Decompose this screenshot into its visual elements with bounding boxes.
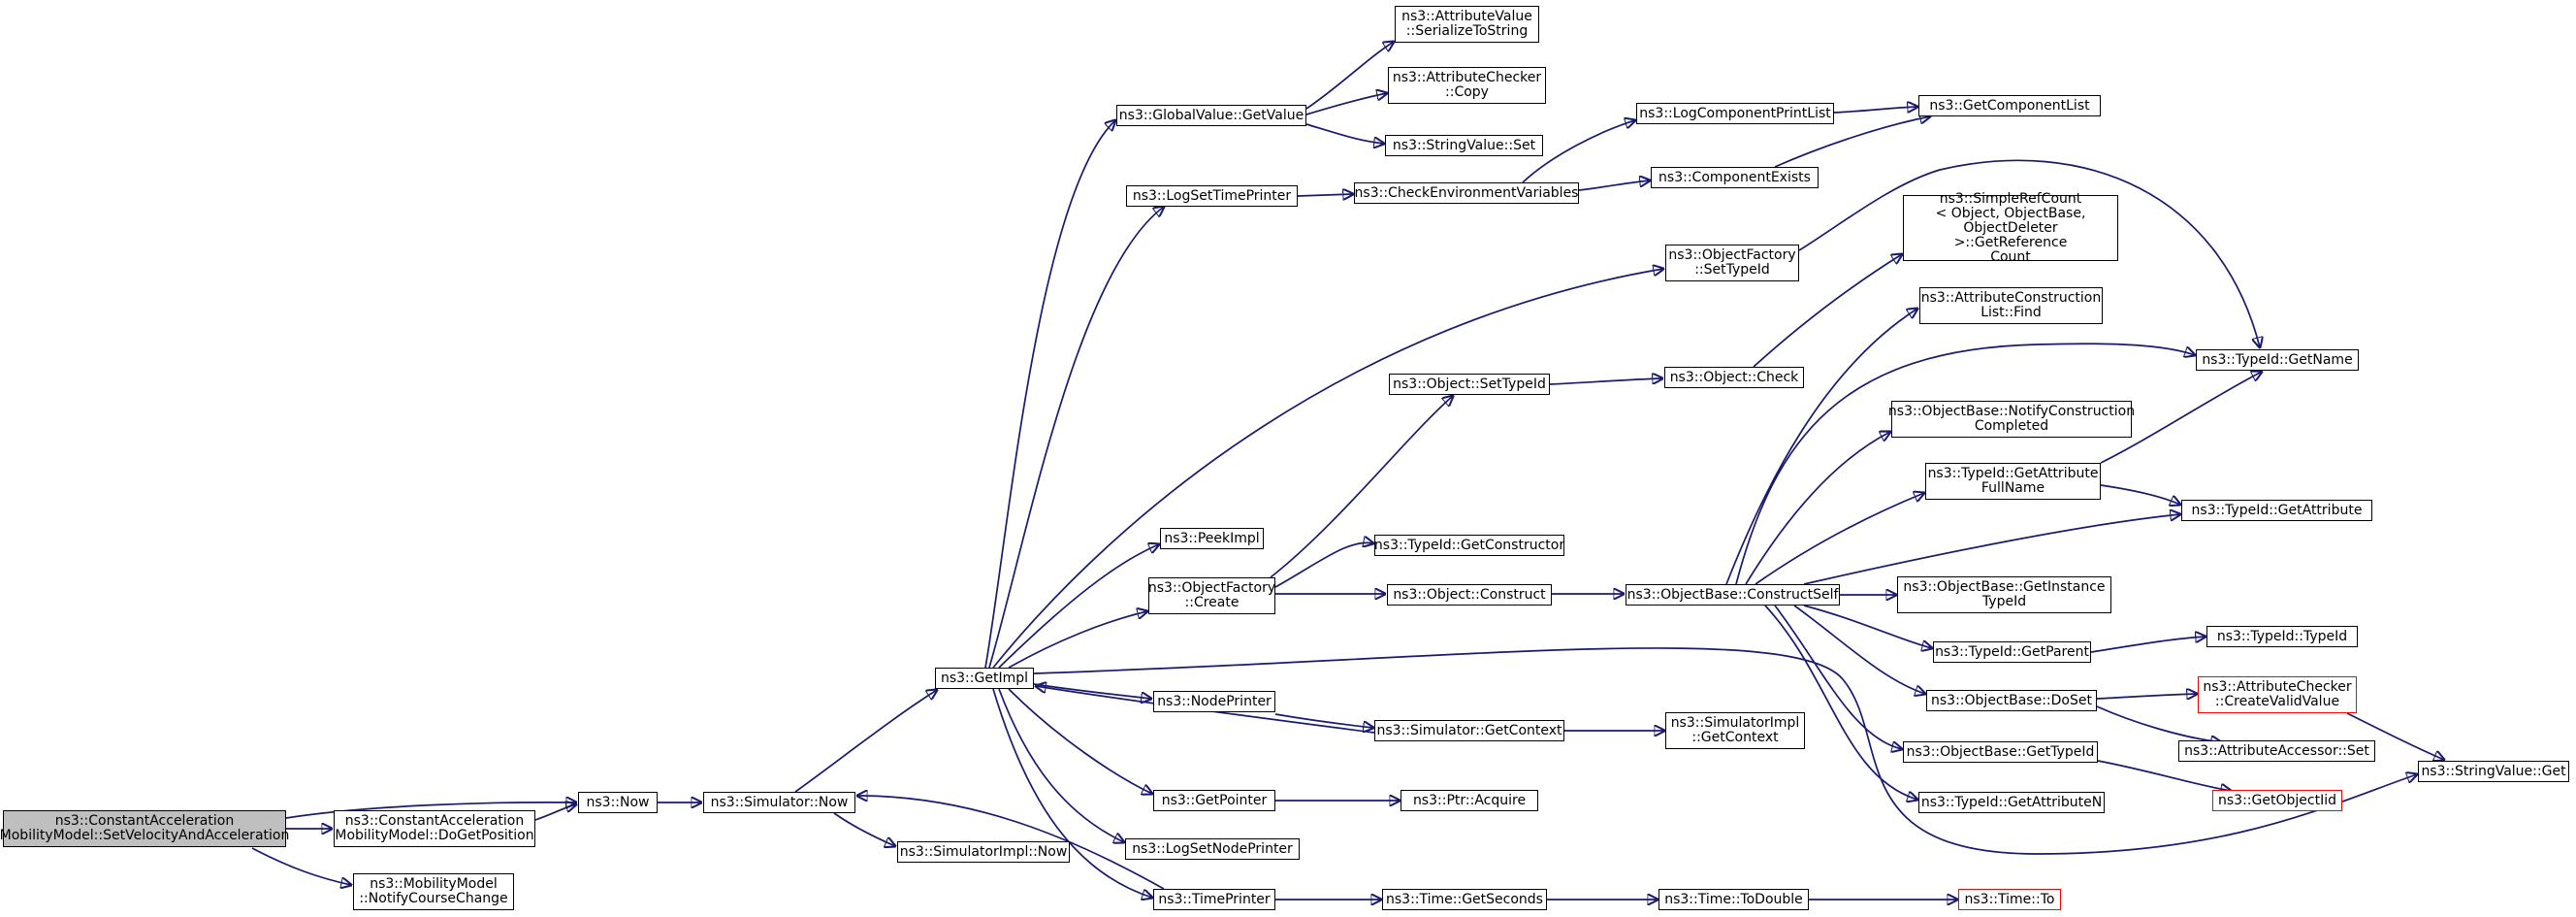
edge-get-impl-to-peek-impl [998,544,1159,669]
node-notify-construction-completed[interactable]: ns3::ObjectBase::NotifyConstruction Comp… [1888,401,2135,438]
node-create-valid-value[interactable]: ns3::AttributeChecker ::CreateValidValue [2198,676,2357,713]
edge-construct-self-to-get-attribute-full-name [1755,493,1924,585]
edge-construct-self-to-get-name [1735,343,2195,585]
edge-simulator-now-to-simulator-impl-now [833,812,895,846]
node-peek-impl[interactable]: ns3::PeekImpl [1160,528,1264,549]
node-attribute-accessor-set[interactable]: ns3::AttributeAccessor::Set [2178,740,2375,762]
node-time-printer[interactable]: ns3::TimePrinter [1153,889,1275,910]
node-construct-self[interactable]: ns3::ObjectBase::ConstructSelf [1626,584,1840,606]
node-type-id-get-attribute-n[interactable]: ns3::TypeId::GetAttributeN [1918,792,2105,813]
edge-do-set-to-attribute-accessor-set [2096,705,2221,742]
node-simulator-impl-get-context[interactable]: ns3::SimulatorImpl ::GetContext [1665,712,1805,749]
edge-get-impl-to-log-set-time-printer [988,207,1164,669]
node-object-base-do-set[interactable]: ns3::ObjectBase::DoSet [1926,690,2097,711]
edge-construct-self-to-get-parent [1803,605,1932,648]
edge-simulator-now-to-get-impl [794,690,937,793]
edge-object-factory-create-to-get-constructor [1274,542,1373,588]
edge-global-value-to-string-value-set [1305,123,1384,144]
edge-construct-self-to-do-set [1793,605,1925,694]
node-object-factory-create[interactable]: ns3::ObjectFactory ::Create [1148,577,1275,614]
edge-get-parent-to-type-id [2090,637,2206,653]
edge-check-env-to-component-exists [1578,180,1650,191]
edge-get-impl-to-object-factory-create [1008,611,1147,669]
node-get-pointer[interactable]: ns3::GetPointer [1153,790,1275,811]
node-log-set-time-printer[interactable]: ns3::LogSetTimePrinter [1126,185,1298,207]
node-get-impl[interactable]: ns3::GetImpl [935,668,1034,689]
node-type-id-get-attribute-full-name[interactable]: ns3::TypeId::GetAttribute FullName [1925,463,2101,500]
node-check-env-vars[interactable]: ns3::CheckEnvironmentVariables [1354,182,1579,204]
node-component-exists[interactable]: ns3::ComponentExists [1651,167,1819,188]
node-string-value-set[interactable]: ns3::StringValue::Set [1385,135,1543,156]
edge-construct-self-to-object-base-get-type-id [1774,605,1902,749]
edge-get-impl-to-string-value-get [1033,647,2417,855]
node-object-check[interactable]: ns3::Object::Check [1664,367,1804,388]
edge-construct-self-to-get-attribute-n [1764,605,1917,800]
node-simulator-impl-now[interactable]: ns3::SimulatorImpl::Now [897,841,1070,863]
edge-object-set-type-id-to-object-check [1549,378,1662,385]
edge-global-value-to-checker-copy [1305,93,1387,115]
edge-get-impl-to-get-pointer [1008,688,1152,794]
node-attribute-construction-list-find[interactable]: ns3::AttributeConstruction List::Find [1919,287,2103,324]
node-type-id-get-attribute[interactable]: ns3::TypeId::GetAttribute [2181,500,2372,521]
edge-object-base-get-type-id-to-get-object-iid [2097,760,2231,791]
node-type-id-get-parent[interactable]: ns3::TypeId::GetParent [1933,641,2091,663]
node-do-get-position[interactable]: ns3::ConstantAcceleration MobilityModel:… [334,810,535,847]
node-now[interactable]: ns3::Now [578,792,658,813]
node-simple-ref-count[interactable]: ns3::SimpleRefCount < Object, ObjectBase… [1903,191,2118,264]
node-type-id-get-name[interactable]: ns3::TypeId::GetName [2196,349,2359,371]
edge-construct-self-to-notify-construction-completed [1745,432,1890,585]
edge-get-impl-to-global-value-get-value [984,120,1115,669]
node-time-get-seconds[interactable]: ns3::Time::GetSeconds [1382,889,1547,910]
node-get-component-list[interactable]: ns3::GetComponentList [1918,95,2101,116]
edge-object-factory-set-type-id-to-get-name [1798,159,2260,347]
node-ptr-acquire[interactable]: ns3::Ptr::Acquire [1401,790,1538,811]
node-log-set-node-printer[interactable]: ns3::LogSetNodePrinter [1125,838,1300,860]
edge-root-to-now [285,802,576,819]
node-time-to-double[interactable]: ns3::Time::ToDouble [1658,889,1809,910]
edge-component-exists-to-get-component-list [1774,116,1930,168]
edge-get-attribute-full-name-to-get-name [2100,372,2262,464]
edge-root-to-notify-course-change [251,847,351,885]
edge-get-impl-to-log-set-node-printer [998,688,1124,842]
edge-do-get-position-to-now [534,804,576,821]
node-notify-course-change[interactable]: ns3::MobilityModel ::NotifyCourseChange [353,873,514,910]
edge-log-component-print-list-to-get-component-list [1833,107,1917,114]
node-global-value-get-value[interactable]: ns3::GlobalValue::GetValue [1116,105,1306,126]
edge-node-printer-to-simulator-get-context [1274,713,1373,728]
node-simulator-get-context[interactable]: ns3::Simulator::GetContext [1374,720,1564,741]
edge-global-value-to-serialize [1305,42,1394,110]
node-time-to[interactable]: ns3::Time::To [1958,889,2061,910]
edge-object-factory-create-to-object-set-type-id [1270,396,1453,578]
edge-object-check-to-simple-ref-count [1753,254,1902,368]
node-object-construct[interactable]: ns3::Object::Construct [1387,584,1552,606]
edge-construct-self-to-get-attribute [1803,514,2180,585]
node-get-instance-type-id[interactable]: ns3::ObjectBase::GetInstance TypeId [1897,576,2111,613]
edge-check-env-to-log-component-print-list [1522,120,1635,183]
node-attribute-value-serialize[interactable]: ns3::AttributeValue ::SerializeToString [1395,6,1539,43]
edge-do-set-to-create-valid-value [2096,694,2197,699]
node-object-set-type-id[interactable]: ns3::Object::SetTypeId [1389,374,1550,395]
edge-construct-self-to-attribute-construction-list-find [1725,309,1917,585]
node-object-base-get-type-id[interactable]: ns3::ObjectBase::GetTypeId [1903,741,2098,763]
node-set-velocity-and-acceleration[interactable]: ns3::ConstantAcceleration MobilityModel:… [0,810,289,847]
node-attribute-checker-copy[interactable]: ns3::AttributeChecker ::Copy [1388,67,1546,104]
edge-get-impl-to-object-factory-set-type-id [992,269,1663,669]
node-node-printer[interactable]: ns3::NodePrinter [1153,691,1275,712]
node-type-id-type-id[interactable]: ns3::TypeId::TypeId [2206,626,2358,647]
edge-get-impl-to-node-printer [1033,683,1151,699]
node-simulator-now[interactable]: ns3::Simulator::Now [703,792,855,813]
edge-create-valid-value-to-string-value-get [2346,712,2444,760]
node-get-object-iid[interactable]: ns3::GetObjectIid [2212,790,2342,811]
edge-log-set-time-printer-to-check-env [1297,194,1353,196]
node-string-value-get[interactable]: ns3::StringValue::Get [2418,761,2569,782]
node-object-factory-set-type-id[interactable]: ns3::ObjectFactory ::SetTypeId [1665,245,1799,281]
node-type-id-get-constructor[interactable]: ns3::TypeId::GetConstructor [1374,535,1564,556]
edge-get-impl-to-time-printer [992,688,1152,898]
node-log-component-print-list[interactable]: ns3::LogComponentPrintList [1636,103,1834,124]
edge-time-printer-to-simulator-now [857,796,1165,890]
edge-get-attribute-full-name-to-get-attribute [2100,484,2180,505]
